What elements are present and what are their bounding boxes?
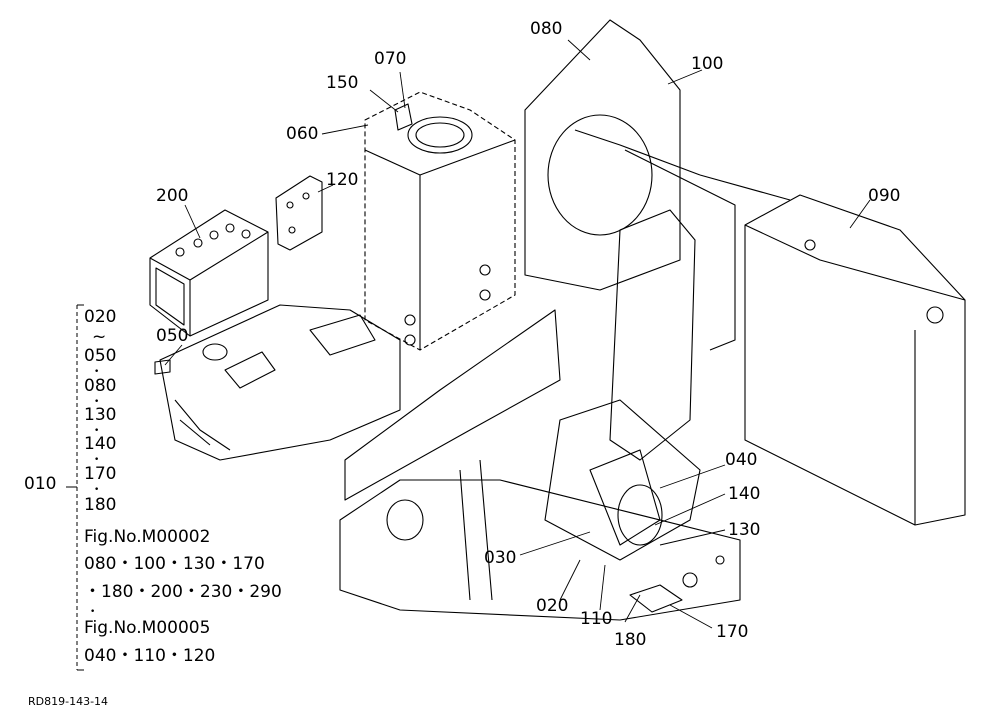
- callout-200: 200: [156, 186, 189, 206]
- callout-110: 110: [580, 609, 613, 629]
- key-line: 020: [84, 307, 117, 327]
- plate-part: [629, 584, 683, 613]
- callout-130: 130: [728, 520, 761, 540]
- key-line: Fig.No.M00005: [84, 618, 211, 638]
- key-line: •: [94, 485, 100, 495]
- callout-180: 180: [614, 630, 647, 650]
- key-line: •: [94, 367, 100, 377]
- key-line: 170: [84, 464, 117, 484]
- key-line: 080: [84, 376, 117, 396]
- callout-090: 090: [868, 186, 901, 206]
- key-main-number: 010: [24, 474, 57, 494]
- callout-060: 060: [286, 124, 319, 144]
- key-line: 050: [84, 346, 117, 366]
- callout-120: 120: [326, 170, 359, 190]
- key-line: •: [94, 426, 100, 436]
- callout-050: 050: [156, 326, 189, 346]
- fan-shroud-part: [524, 19, 791, 351]
- callout-040: 040: [725, 450, 758, 470]
- left-console-part: [154, 304, 401, 461]
- bracket-part: [275, 175, 323, 251]
- callout-100: 100: [691, 54, 724, 74]
- key-line: ・180・200・230・290: [84, 582, 282, 602]
- key-line: Fig.No.M00002: [84, 527, 211, 547]
- callout-080: 080: [530, 19, 563, 39]
- callout-170: 170: [716, 622, 749, 642]
- callout-020: 020: [536, 596, 569, 616]
- drawing-code: RD819-143-14: [28, 695, 109, 708]
- key-line: •: [94, 455, 100, 465]
- key-line: 080・100・130・170: [84, 554, 265, 574]
- base-plate-part: [339, 309, 741, 621]
- key-line: ~: [92, 327, 107, 347]
- battery-part: [149, 209, 269, 337]
- callout-140: 140: [728, 484, 761, 504]
- key-line: 180: [84, 495, 117, 515]
- key-bracket: [66, 304, 84, 671]
- radiator-part: [744, 194, 966, 526]
- key-line: 140: [84, 434, 117, 454]
- operator-seat-part: [544, 209, 701, 561]
- callout-070: 070: [374, 49, 407, 69]
- callout-030: 030: [484, 548, 517, 568]
- leader-lines: [164, 39, 871, 629]
- key-line: •: [94, 397, 100, 407]
- key-line: 040・110・120: [84, 646, 216, 666]
- key-line: •: [90, 607, 96, 617]
- hydraulic-tank-part: [364, 91, 516, 351]
- key-line: 130: [84, 405, 117, 425]
- callout-150: 150: [326, 73, 359, 93]
